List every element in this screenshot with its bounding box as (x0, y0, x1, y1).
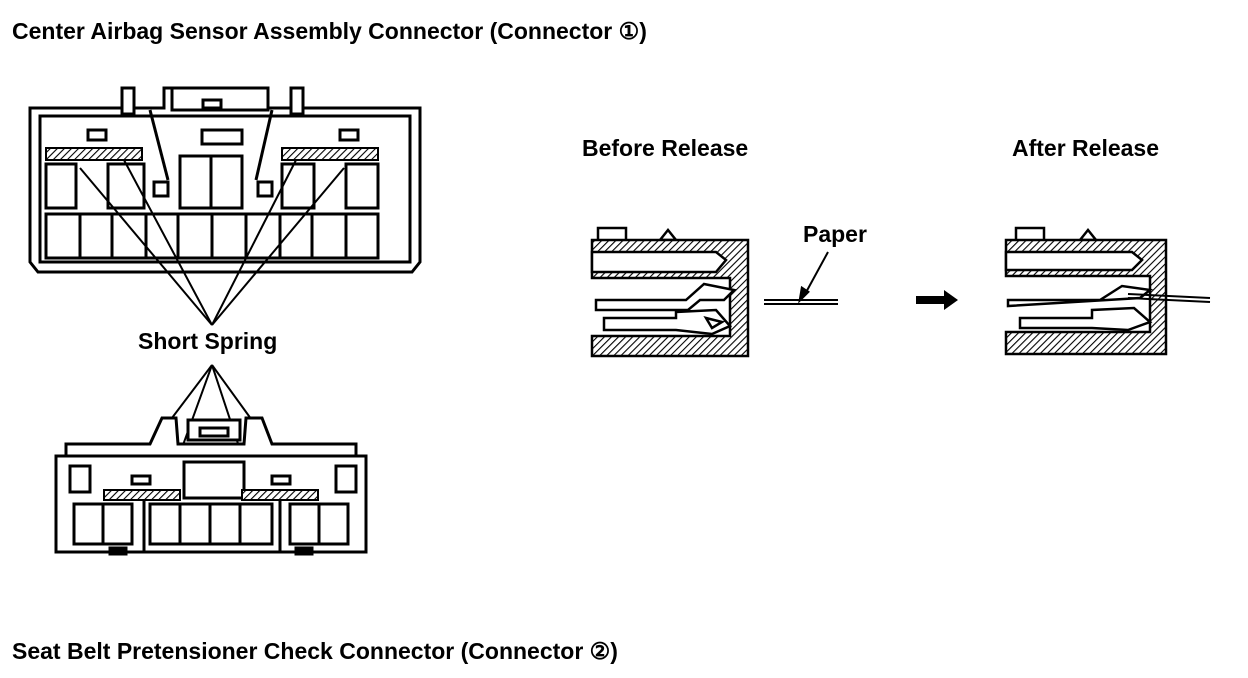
connector-2-title: Seat Belt Pretensioner Check Connector (… (12, 638, 618, 664)
after-release-label: After Release (1012, 135, 1160, 161)
before-release-drawing (590, 226, 838, 358)
short-spring-label: Short Spring (138, 328, 278, 354)
release-arrow (916, 290, 958, 310)
after-release-drawing (1004, 226, 1211, 356)
connector-2-drawing (54, 416, 368, 556)
short-spring-leaders-top (79, 159, 345, 326)
connector-1-drawing (28, 86, 422, 274)
paper-label: Paper (803, 221, 867, 247)
before-release-label: Before Release (582, 135, 749, 161)
connector-1-title: Center Airbag Sensor Assembly Connector … (12, 18, 647, 44)
